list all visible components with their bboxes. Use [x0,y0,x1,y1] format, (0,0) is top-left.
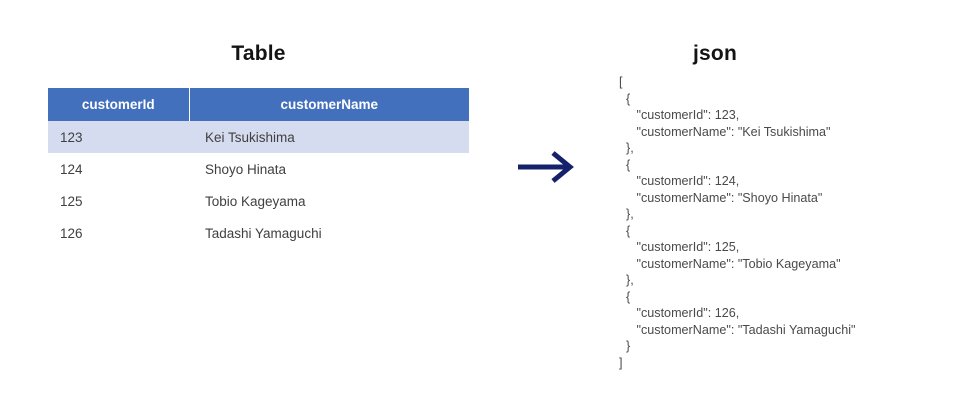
json-code-line: "customerName": "Tobio Kageyama" [619,256,841,271]
json-code-line: }, [619,207,634,221]
json-panel: json [ { "customerId": 123, "customerNam… [600,0,959,404]
json-code-line: "customerName": "Kei Tsukishima" [619,124,831,139]
cell-customername: Shoyo Hinata [189,153,469,185]
json-code-line: { [619,289,631,304]
json-code-line: } [619,339,631,353]
cell-customerid: 126 [48,217,189,249]
json-code-line: ] [619,355,623,370]
json-code-line: { [619,91,631,106]
cell-customerid: 123 [48,121,189,153]
json-code-line: "customerId": 123, [619,108,740,122]
json-panel-title: json [693,42,737,65]
table-panel-title: Table [231,42,286,65]
cell-customerid: 124 [48,153,189,185]
table-header-row: customerId customerName [48,88,469,121]
cell-customerid: 125 [48,185,189,217]
table-header: customerId customerName [48,88,469,121]
arrow-right-icon [518,151,574,183]
cell-customername: Kei Tsukishima [189,121,469,153]
transform-arrow [515,146,585,188]
cell-customername: Tobio Kageyama [189,185,469,217]
json-code-block: [ { "customerId": 123, "customerName": "… [619,74,856,371]
json-code-line: "customerId": 124, [619,174,740,188]
json-code-line: { [619,157,631,172]
json-code-line: { [619,223,631,238]
json-code-line: "customerId": 125, [619,240,740,254]
column-header-customername[interactable]: customerName [189,88,469,121]
cell-customername: Tadashi Yamaguchi [189,217,469,249]
json-code-line: "customerName": "Tadashi Yamaguchi" [619,322,856,337]
json-code-line: "customerId": 126, [619,306,740,320]
json-code-line: [ [619,75,623,89]
json-code-line: "customerName": "Shoyo Hinata" [619,190,823,205]
column-header-customerid[interactable]: customerId [48,88,190,121]
json-code-line: }, [619,141,634,155]
json-code-line: }, [619,273,634,287]
